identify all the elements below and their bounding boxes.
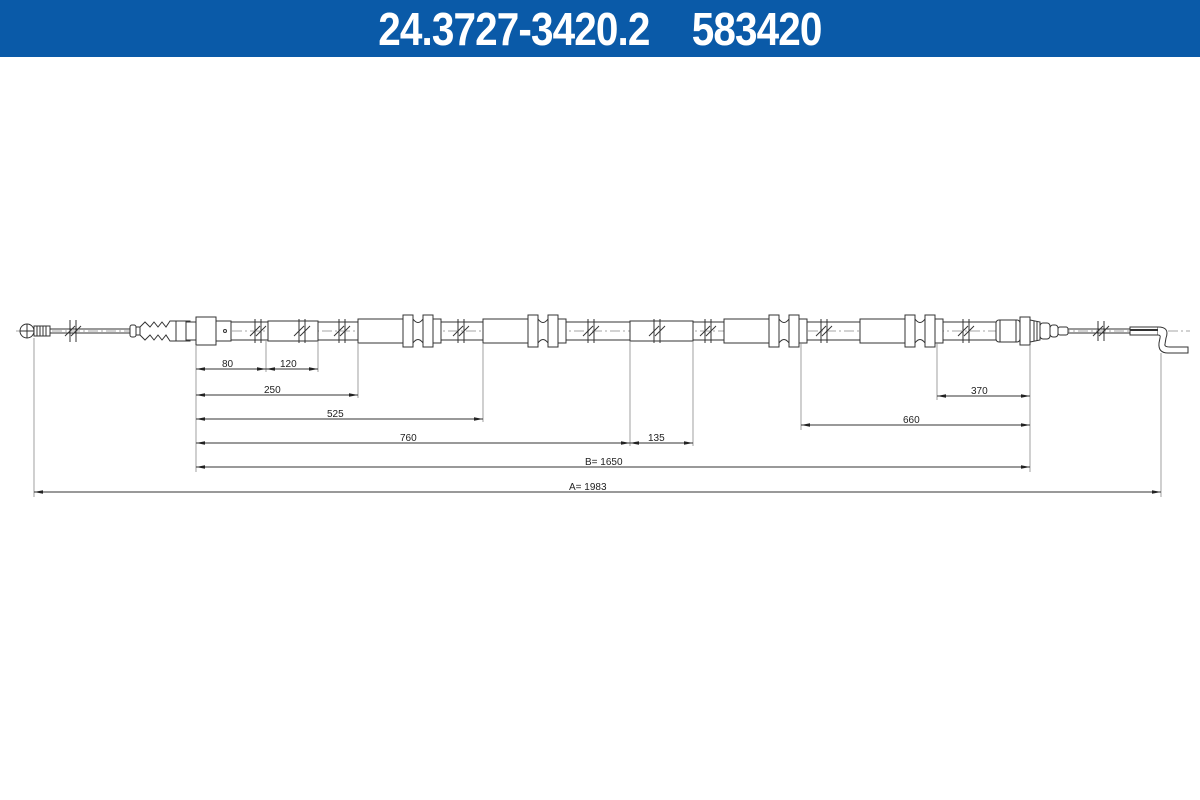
title-text: 24.3727-3420.2 583420 bbox=[378, 2, 823, 56]
dim-525: 525 bbox=[327, 409, 344, 420]
right-end-fitting bbox=[995, 316, 1069, 346]
part-number: 24.3727-3420.2 bbox=[378, 2, 650, 55]
dim-250: 250 bbox=[264, 385, 281, 396]
grommet bbox=[527, 314, 567, 348]
dim-370: 370 bbox=[971, 386, 988, 397]
dim-760: 760 bbox=[400, 433, 417, 444]
dim-a-1983: A= 1983 bbox=[569, 482, 607, 493]
grommet bbox=[402, 314, 442, 348]
break-marks bbox=[249, 319, 1110, 343]
dim-135: 135 bbox=[648, 433, 665, 444]
dim-b-1650: B= 1650 bbox=[585, 457, 623, 468]
title-bar: 24.3727-3420.2 583420 bbox=[0, 0, 1200, 57]
left-bellows bbox=[129, 320, 197, 342]
grommet bbox=[904, 314, 944, 348]
dim-80: 80 bbox=[222, 359, 234, 370]
dim-120: 120 bbox=[280, 359, 297, 370]
left-ball-end bbox=[19, 323, 51, 339]
grommet bbox=[768, 314, 808, 348]
dim-660: 660 bbox=[903, 415, 920, 426]
reference-number: 583420 bbox=[691, 2, 823, 55]
